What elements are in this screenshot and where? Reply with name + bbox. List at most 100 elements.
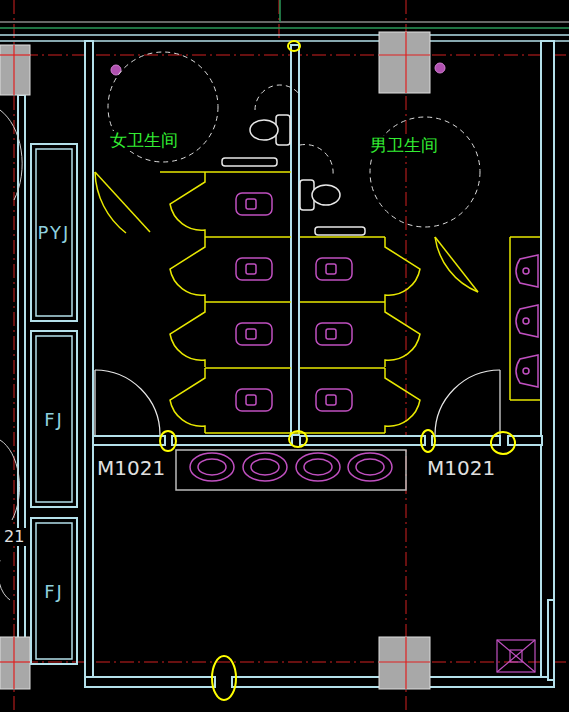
squat-pan: [316, 389, 352, 411]
wall: [291, 45, 299, 435]
axis-line: [14, 0, 15, 712]
sink-counter: [356, 459, 384, 475]
floor-drain: [497, 640, 535, 672]
shaft-label: FJ: [44, 409, 64, 430]
highlight-mark: [421, 430, 435, 452]
stall-partition: [300, 236, 385, 238]
stall-partition: [385, 302, 420, 367]
wall: [18, 41, 554, 687]
axis-cross: [379, 54, 430, 55]
top-wall-line: [0, 21, 569, 23]
toilet: [315, 227, 365, 235]
edge-arc: [0, 440, 20, 520]
squat-pan: [246, 329, 256, 339]
stall-partition: [300, 301, 385, 303]
fragment-label: 21: [2, 528, 26, 546]
floor-drain: [497, 640, 535, 672]
wall: [18, 95, 25, 685]
shaft-label: PYJ: [38, 222, 71, 243]
highlight-mark: [212, 656, 236, 700]
sink-counter: [190, 453, 234, 481]
wall: [541, 41, 554, 685]
urinal: [523, 268, 529, 274]
shaft-label: FJ: [44, 581, 64, 602]
urinal: [516, 255, 538, 287]
squat-pan: [236, 193, 272, 215]
squat-pan: [236, 323, 272, 345]
squat-pan: [246, 264, 256, 274]
stall-partition: [205, 301, 291, 303]
stall-partition: [509, 237, 511, 400]
toilet: [222, 158, 277, 166]
squat-pan: [236, 193, 352, 411]
sink-counter: [176, 450, 406, 490]
stall-partition: [385, 368, 420, 433]
floor-drain: [497, 640, 535, 672]
door-swing: [95, 370, 500, 435]
axis-cross: [13, 45, 14, 95]
sink-counter: [176, 450, 406, 490]
shaft-box: FJ: [30, 517, 78, 665]
top-wall-line: [279, 0, 281, 22]
sink-counter: [304, 459, 332, 475]
stall-partition: [170, 237, 205, 302]
squat-pan: [326, 395, 336, 405]
pipe-dot: [435, 63, 445, 73]
urinal: [523, 318, 529, 324]
highlight-mark: [289, 431, 307, 447]
highlight-mark: [491, 432, 515, 454]
squat-pan: [246, 199, 256, 209]
shaft-inner: [36, 336, 72, 502]
turning-circle: [370, 117, 480, 227]
stall-partition: [95, 172, 150, 232]
highlight-mark: [288, 41, 300, 51]
turning-circle: [108, 52, 480, 227]
stall-partition: [170, 368, 205, 433]
stall-partition: [95, 172, 540, 433]
shaft-box: PYJ: [30, 143, 78, 322]
axis-cross: [13, 637, 14, 689]
squat-pan: [316, 323, 352, 345]
edge-arc: [0, 560, 10, 600]
axis-cross: [0, 32, 430, 689]
axis-cross: [0, 54, 30, 55]
wall: [300, 436, 425, 445]
floor-drain: [497, 640, 535, 672]
squat-pan: [326, 329, 336, 339]
pipe-dot: [111, 63, 445, 75]
shaft-inner: [36, 149, 72, 316]
axis-cross: [405, 637, 406, 689]
top-wall-line: [0, 0, 569, 41]
squat-pan: [246, 395, 256, 405]
wall: [85, 41, 93, 685]
toilet: [250, 120, 278, 140]
axis-line: [279, 0, 280, 40]
edge-arc: [0, 110, 22, 600]
shaft-inner: [36, 149, 72, 659]
stall-partition: [205, 236, 291, 238]
door-code: M1021: [95, 457, 167, 480]
floor-drain: [510, 650, 522, 662]
stall-partition: [205, 367, 291, 369]
column: [0, 45, 30, 95]
urinal: [516, 255, 538, 387]
wall: [432, 436, 500, 445]
toilet: [312, 185, 340, 205]
axis-cross: [0, 661, 30, 662]
axis-cross: [405, 32, 406, 93]
turning-circle: [108, 52, 218, 162]
top-wall-line: [0, 34, 569, 36]
stall-partition: [95, 172, 126, 233]
sink-counter: [296, 453, 340, 481]
wall: [85, 677, 215, 687]
turning-circle: [300, 145, 333, 175]
top-wall-line: [0, 27, 569, 29]
column: [379, 32, 430, 93]
sink-counter: [251, 459, 279, 475]
column: [379, 637, 430, 689]
toilet: [222, 115, 365, 235]
stall-partition: [510, 399, 540, 401]
